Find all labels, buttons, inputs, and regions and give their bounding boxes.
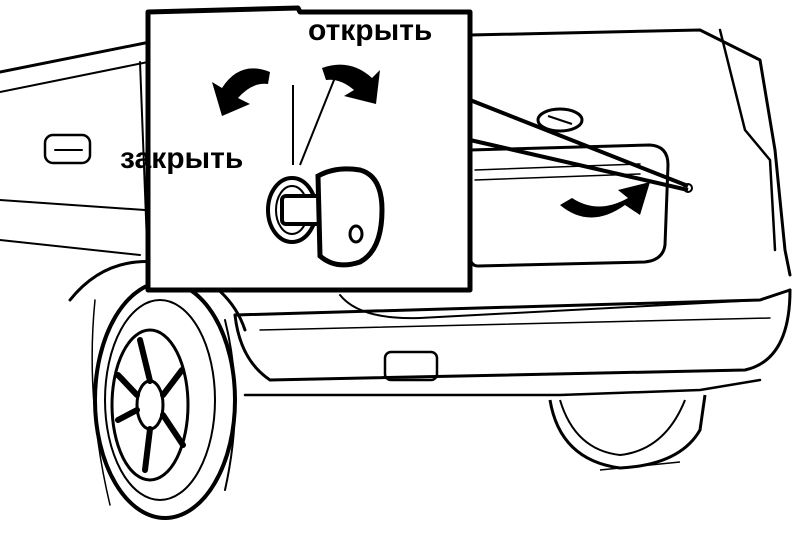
inset-frame [145, 5, 473, 293]
label-open: открыть [308, 14, 432, 47]
brand-emblem [536, 107, 584, 133]
lock-detail-inset: открыть закрыть [120, 5, 473, 293]
side-panel-line-2 [0, 239, 141, 256]
rear-reflector [383, 350, 439, 382]
side-belt-line [0, 61, 149, 93]
bumper-lower-edge [243, 378, 762, 397]
plate-light-strip [474, 163, 641, 171]
side-panel-line [0, 199, 146, 211]
rear-tyre-inner [104, 299, 216, 501]
rear-rim [110, 328, 190, 482]
rear-bumper-body [233, 288, 792, 382]
rear-hub [135, 379, 165, 431]
rotation-guide-slant [299, 69, 339, 166]
rear-wheel [91, 280, 237, 520]
hatch-lower-edge [339, 294, 761, 320]
side-door-handle [43, 133, 92, 165]
arrow-clockwise-icon [560, 182, 650, 218]
rear-pillar [718, 28, 777, 252]
key-icon [280, 166, 385, 268]
callout-pointer [469, 98, 689, 192]
label-close: закрыть [120, 142, 243, 175]
plate-light-strip-2 [474, 173, 641, 181]
front-wheel [548, 394, 707, 471]
car-body [0, 28, 792, 397]
bumper-crease [259, 317, 771, 331]
arrow-counterclockwise-icon [212, 68, 270, 116]
